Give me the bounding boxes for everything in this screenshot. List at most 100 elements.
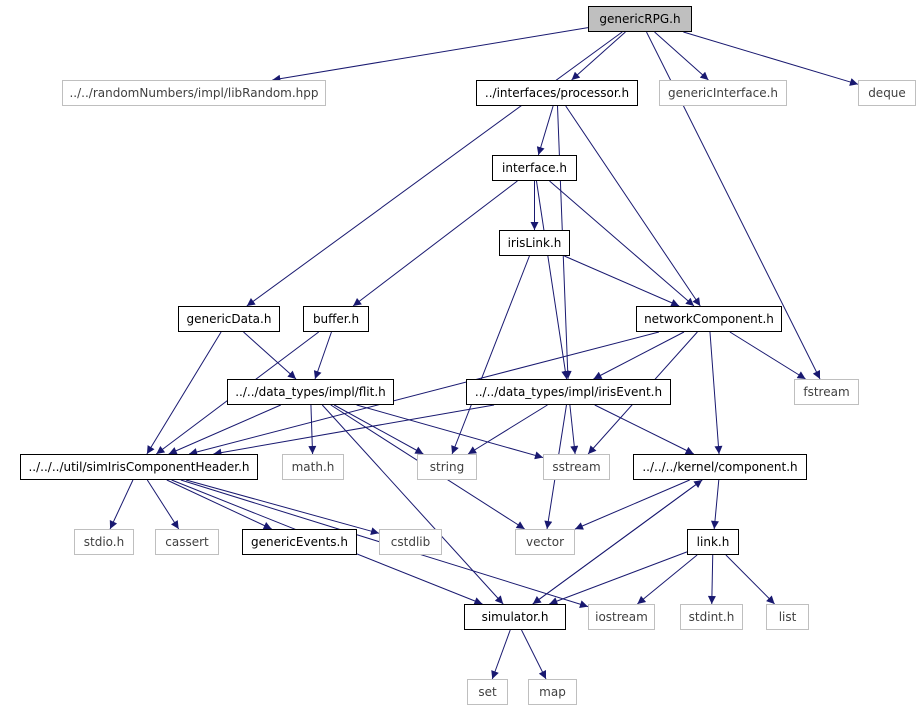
node-label: cstdlib bbox=[390, 535, 431, 549]
edge-networkComponent-to-component bbox=[709, 331, 723, 455]
node-label: interface.h bbox=[502, 161, 567, 175]
node-buffer[interactable]: buffer.h bbox=[303, 306, 369, 332]
node-label: math.h bbox=[291, 460, 335, 474]
node-genericEvents[interactable]: genericEvents.h bbox=[242, 529, 357, 555]
node-label: ../../randomNumbers/impl/libRandom.hpp bbox=[69, 86, 319, 100]
node-label: map bbox=[539, 685, 566, 699]
node-label: link.h bbox=[696, 535, 730, 549]
edge-simIris-to-cstdlib bbox=[185, 479, 380, 536]
edge-link-to-simulator bbox=[549, 551, 688, 605]
node-label: iostream bbox=[595, 610, 648, 624]
node-genericRPG[interactable]: genericRPG.h bbox=[588, 6, 692, 32]
node-irisEvent[interactable]: ../../data_types/impl/irisEvent.h bbox=[466, 379, 671, 405]
node-cassert: cassert bbox=[155, 529, 219, 555]
edge-flit-to-sstream bbox=[356, 404, 544, 460]
node-label: networkComponent.h bbox=[644, 312, 774, 326]
node-fstream: fstream bbox=[794, 379, 859, 405]
edge-processor-to-networkComponent bbox=[565, 105, 701, 307]
node-flit[interactable]: ../../data_types/impl/flit.h bbox=[227, 379, 394, 405]
node-stdio: stdio.h bbox=[74, 529, 134, 555]
node-label: fstream bbox=[803, 385, 850, 399]
edge-genericRPG-to-genericInterface bbox=[654, 31, 709, 81]
edge-simulator-to-component bbox=[532, 479, 703, 605]
node-label: stdio.h bbox=[83, 535, 125, 549]
node-label: genericEvents.h bbox=[251, 535, 348, 549]
edge-component-to-vector bbox=[574, 479, 690, 530]
node-label: list bbox=[778, 610, 797, 624]
edge-buffer-to-flit bbox=[313, 331, 332, 380]
node-label: genericInterface.h bbox=[668, 86, 778, 100]
edge-networkComponent-to-simIris bbox=[188, 331, 660, 456]
edge-flit-to-string bbox=[333, 404, 424, 455]
node-libRandom: ../../randomNumbers/impl/libRandom.hpp bbox=[62, 80, 326, 106]
edge-genericRPG-to-genericData bbox=[246, 31, 623, 307]
node-irisLink[interactable]: irisLink.h bbox=[499, 230, 570, 256]
node-label: sstream bbox=[552, 460, 601, 474]
node-label: set bbox=[478, 685, 497, 699]
node-deque: deque bbox=[858, 80, 916, 106]
edge-irisEvent-to-component bbox=[594, 404, 694, 455]
edge-simulator-to-map bbox=[521, 629, 547, 680]
edge-simIris-to-genericEvents bbox=[166, 479, 272, 530]
node-label: irisLink.h bbox=[507, 236, 562, 250]
node-processor[interactable]: ../interfaces/processor.h bbox=[476, 80, 638, 106]
edge-flit-to-simulator bbox=[321, 404, 504, 605]
node-label: buffer.h bbox=[312, 312, 360, 326]
node-genericData[interactable]: genericData.h bbox=[178, 306, 280, 332]
node-set: set bbox=[467, 679, 508, 705]
edge-interface-to-networkComponent bbox=[549, 180, 695, 307]
node-label: genericRPG.h bbox=[599, 12, 681, 26]
node-label: cassert bbox=[165, 535, 209, 549]
edge-link-to-iostream bbox=[637, 554, 698, 605]
edge-genericRPG-to-deque bbox=[683, 31, 859, 86]
node-component[interactable]: ../../../kernel/component.h bbox=[633, 454, 807, 480]
node-networkComponent[interactable]: networkComponent.h bbox=[636, 306, 782, 332]
node-label: vector bbox=[525, 535, 565, 549]
node-label: ../../../util/simIrisComponentHeader.h bbox=[28, 460, 250, 474]
node-label: stdint.h bbox=[688, 610, 735, 624]
node-iostream: iostream bbox=[588, 604, 655, 630]
node-list: list bbox=[766, 604, 809, 630]
edge-simIris-to-cassert bbox=[146, 479, 180, 530]
node-interface[interactable]: interface.h bbox=[492, 155, 577, 181]
node-label: genericData.h bbox=[186, 312, 272, 326]
node-simulator[interactable]: simulator.h bbox=[464, 604, 566, 630]
edge-irisLink-to-string bbox=[451, 255, 530, 455]
edge-link-to-stdint bbox=[707, 554, 716, 605]
edge-interface-to-buffer bbox=[352, 180, 518, 307]
node-label: ../interfaces/processor.h bbox=[484, 86, 630, 100]
edge-interface-to-irisEvent bbox=[535, 180, 570, 380]
edge-genericData-to-simIris bbox=[146, 331, 222, 455]
edge-irisEvent-to-sstream bbox=[569, 404, 579, 455]
edge-networkComponent-to-irisEvent bbox=[593, 331, 685, 380]
edge-networkComponent-to-fstream bbox=[729, 331, 806, 380]
edge-processor-to-interface bbox=[536, 105, 554, 156]
node-label: ../../data_types/impl/flit.h bbox=[235, 385, 386, 399]
node-label: ../../../kernel/component.h bbox=[642, 460, 798, 474]
node-cstdlib: cstdlib bbox=[379, 529, 442, 555]
edge-irisEvent-to-simIris bbox=[213, 404, 495, 457]
edge-irisEvent-to-string bbox=[467, 404, 548, 455]
node-label: string bbox=[429, 460, 465, 474]
node-link[interactable]: link.h bbox=[687, 529, 739, 555]
node-vector: vector bbox=[515, 529, 575, 555]
edge-flit-to-math bbox=[308, 404, 317, 455]
edge-link-to-list bbox=[725, 554, 775, 605]
node-math: math.h bbox=[282, 454, 344, 480]
edge-genericRPG-to-libRandom bbox=[272, 27, 589, 83]
node-label: simulator.h bbox=[481, 610, 549, 624]
edge-component-to-link bbox=[710, 479, 720, 530]
node-map: map bbox=[528, 679, 577, 705]
edge-flit-to-simIris bbox=[168, 404, 281, 455]
edge-genericData-to-flit bbox=[243, 331, 297, 380]
edge-irisLink-to-networkComponent bbox=[564, 255, 680, 307]
node-string: string bbox=[417, 454, 477, 480]
node-stdint: stdint.h bbox=[680, 604, 743, 630]
node-sstream: sstream bbox=[543, 454, 610, 480]
edge-genericRPG-to-processor bbox=[571, 31, 626, 81]
edge-simulator-to-set bbox=[491, 629, 511, 680]
node-simIris[interactable]: ../../../util/simIrisComponentHeader.h bbox=[20, 454, 258, 480]
node-label: deque bbox=[868, 86, 906, 100]
